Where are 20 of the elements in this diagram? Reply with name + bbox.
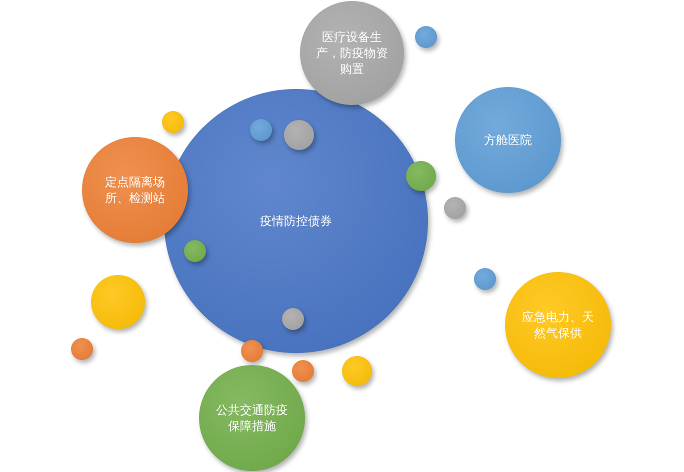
bubble	[184, 240, 206, 262]
bubble-label: 医疗设备生产，防疫物资购置	[315, 29, 389, 77]
bubble	[406, 161, 436, 191]
bubble-label: 定点隔离场所、检测站	[104, 174, 166, 206]
bubble	[91, 275, 145, 329]
bubble-label: 应急电力、天然气保供	[521, 309, 595, 341]
bubble	[292, 360, 314, 382]
bubble-label: 方舱医院	[483, 132, 533, 148]
bubble	[444, 197, 466, 219]
bubble	[282, 308, 304, 330]
bubble	[241, 340, 263, 362]
bubble-label: 疫情防控债券	[259, 213, 333, 229]
bubble	[415, 26, 437, 48]
bubble	[342, 356, 372, 386]
bubble	[474, 268, 496, 290]
bubble	[250, 119, 272, 141]
bubble	[71, 338, 93, 360]
bubble	[284, 120, 314, 150]
bubble-label: 公共交通防疫保障措施	[215, 402, 289, 434]
bubble	[82, 137, 188, 243]
